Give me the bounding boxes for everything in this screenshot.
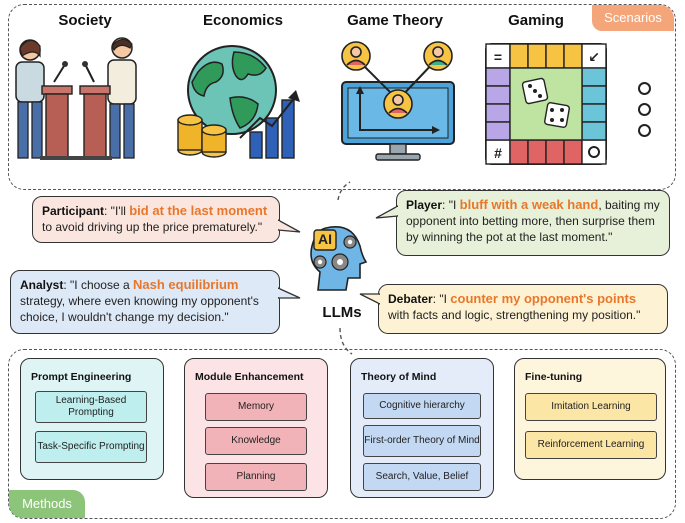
economics-globe-icon: [177, 45, 300, 159]
scenario-title-gaming: Gaming: [508, 12, 564, 29]
method-group-fine-tuning: Fine-tuning Imitation Learning Reinforce…: [514, 358, 666, 480]
method-item: Knowledge: [205, 427, 307, 455]
method-title: Fine-tuning: [525, 371, 583, 383]
method-item: Search, Value, Belief: [363, 463, 481, 491]
method-item: Cognitive hierarchy: [363, 393, 481, 419]
analyst-bubble: Analyst: "I choose a Nash equilibrium st…: [10, 270, 280, 334]
method-item: Planning: [205, 463, 307, 491]
method-item: Learning-Based Prompting: [35, 391, 147, 423]
scenario-title-economics: Economics: [202, 12, 284, 29]
method-title: Theory of Mind: [361, 371, 437, 383]
player-bubble-tail: [375, 205, 398, 219]
debater-bubble-tail: [359, 293, 380, 305]
participant-bubble-tail: [278, 219, 301, 233]
svg-text:#: #: [494, 145, 502, 161]
scenario-title-game-theory: Game Theory: [347, 12, 443, 29]
more-scenarios-icon: [638, 82, 651, 145]
participant-bubble: Participant: "I'll bid at the last momen…: [32, 196, 280, 243]
scenario-title-society: Society: [58, 12, 112, 29]
method-title: Prompt Engineering: [31, 371, 132, 383]
llm-label: LLMs: [322, 304, 362, 321]
method-item: Memory: [205, 393, 307, 421]
method-item: Reinforcement Learning: [525, 431, 657, 459]
method-item: Imitation Learning: [525, 393, 657, 421]
debater-bubble: Debater: "I counter my opponent's points…: [378, 284, 668, 334]
analyst-bubble-tail: [278, 287, 301, 299]
methods-tag: Methods: [9, 490, 85, 518]
method-group-theory-of-mind: Theory of Mind Cognitive hierarchy First…: [350, 358, 494, 498]
method-title: Module Enhancement: [195, 371, 304, 383]
player-bubble: Player: "I bluff with a weak hand, baiti…: [396, 190, 670, 256]
gaming-board-icon: = ↙ #: [485, 43, 607, 165]
method-item: First-order Theory of Mind: [363, 425, 481, 457]
scenarios-panel: [8, 4, 676, 190]
llm-ai-badge-text: AI: [318, 231, 332, 247]
svg-text:↙: ↙: [588, 49, 600, 65]
llm-connector-lines: [337, 181, 353, 355]
method-group-module-enhancement: Module Enhancement Memory Knowledge Plan…: [184, 358, 328, 498]
method-item: Task-Specific Prompting: [35, 431, 147, 463]
scenarios-tag: Scenarios: [592, 5, 674, 31]
society-debate-icon: [15, 37, 137, 160]
svg-text:=: =: [494, 49, 502, 65]
methods-panel: [8, 349, 676, 519]
llm-ai-head-icon: [310, 226, 368, 291]
game-theory-network-icon: [341, 41, 455, 161]
method-group-prompt-engineering: Prompt Engineering Learning-Based Prompt…: [20, 358, 164, 480]
